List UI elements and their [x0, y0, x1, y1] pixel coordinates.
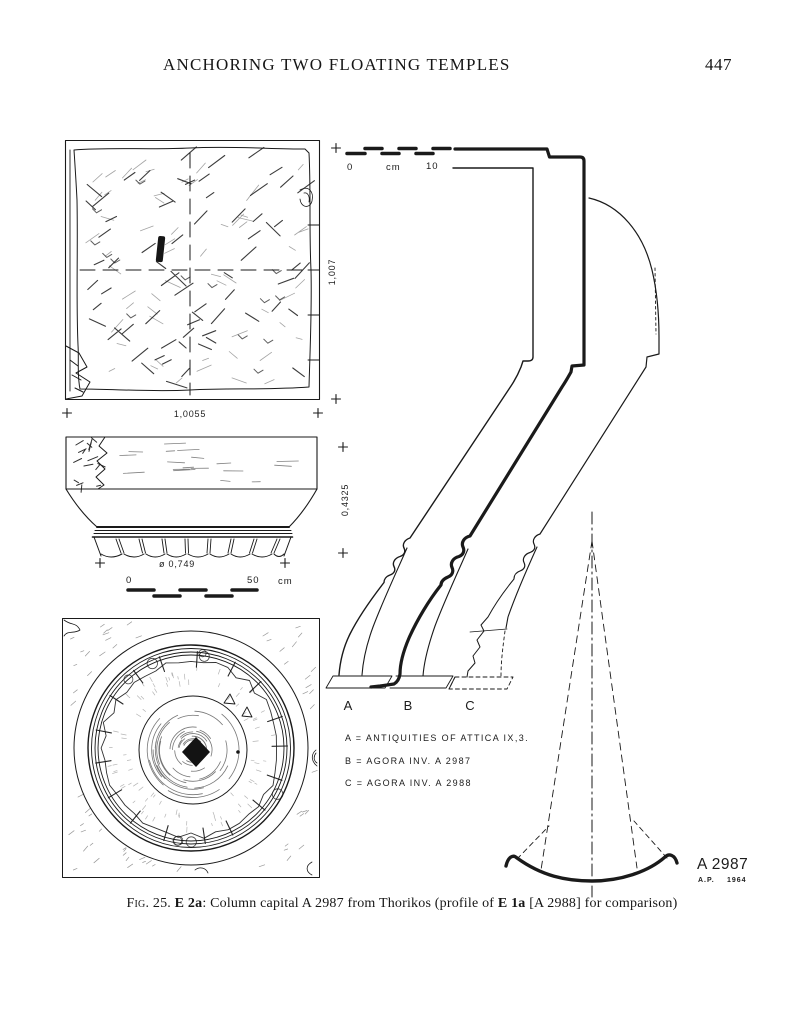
dim-plan-height: 1,007	[327, 259, 337, 286]
capital-underside-plan	[62, 618, 320, 878]
running-head: ANCHORING TWO FLOATING TEMPLES 447	[0, 55, 804, 77]
profile-a	[325, 167, 534, 689]
flute-division-ticks	[95, 651, 289, 844]
crosshair	[79, 152, 306, 396]
profile-label-c: C	[465, 698, 476, 713]
figure-caption: Fig. 25. E 2a: Column capital A 2987 fro…	[0, 896, 804, 912]
bottom-scale-zero: 0	[126, 575, 132, 586]
drawing-year: 1964	[727, 877, 747, 884]
tooling-chevrons	[90, 179, 286, 374]
dimension-crosses	[61, 142, 349, 569]
pry-hole	[155, 235, 166, 263]
tooling-hatch-dark	[85, 146, 315, 389]
abacus-texture	[119, 442, 299, 483]
abacus-top-plan	[64, 139, 321, 401]
bottom-scale-unit: cm	[278, 576, 293, 587]
tip-flares	[516, 820, 668, 860]
masons-marks	[223, 693, 253, 718]
top-scale-zero: 0	[347, 162, 353, 173]
caption-fig-number: Fig. 25.	[126, 896, 175, 911]
dim-neck-diameter: ø 0,749	[159, 559, 195, 569]
profile-b	[369, 147, 586, 689]
neck-sides	[93, 536, 292, 557]
page-number: 447	[705, 55, 732, 74]
page-title: ANCHORING TWO FLOATING TEMPLES	[163, 55, 511, 74]
capital-elevation	[65, 436, 318, 558]
profile-comparison	[325, 147, 660, 690]
bottom-scale-max: 50	[247, 575, 260, 586]
dim-capital-height: 0,4325	[340, 484, 350, 516]
caption-catalogue-label: E 2a	[174, 896, 203, 911]
figure-labels: 0 cm 10 1,0055 1,007 0,4325 ø 0,749 0 50…	[126, 161, 748, 884]
caption-text-tail: [A 2988] for comparison)	[525, 896, 678, 911]
scale-bar-top	[345, 146, 452, 156]
radial-texture	[107, 667, 276, 833]
cone-generatrices	[540, 540, 638, 871]
abacus-damage-scribble	[73, 437, 106, 493]
signature: A 2987 A.P. 1964	[697, 856, 748, 884]
inventory-number: A 2987	[697, 856, 748, 873]
draughtsman-initials: A.P.	[698, 877, 715, 884]
ring-damage-lumps	[123, 649, 284, 848]
flute-bottoms	[100, 553, 285, 558]
top-scale-max: 10	[426, 161, 439, 172]
profile-label-a: A	[344, 698, 355, 713]
flute-dividers	[115, 538, 281, 554]
caption-catalogue-label-2: E 1a	[497, 896, 526, 911]
corner-break	[65, 345, 91, 400]
caption-text: : Column capital A 2987 from Thorikos (p…	[202, 896, 498, 911]
break-contour-ring	[100, 660, 277, 839]
grain-swirl	[299, 187, 313, 207]
square-speckle-texture	[68, 621, 318, 872]
top-scale-unit: cm	[386, 162, 401, 173]
profile-c	[448, 197, 660, 690]
echinus-sides	[65, 488, 318, 528]
scale-bar-bottom	[126, 588, 259, 598]
concave-bed-arc	[504, 853, 679, 883]
legend: A = ANTIQUITIES OF ATTICA IX,3. B = AGOR…	[345, 733, 529, 788]
legend-item-c: C = AGORA INV. A 2988	[345, 778, 472, 788]
cone-construction	[504, 511, 679, 898]
tooling-hatch-light	[85, 159, 309, 385]
legend-item-a: A = ANTIQUITIES OF ATTICA IX,3.	[345, 733, 529, 743]
profile-label-b: B	[404, 698, 415, 713]
legend-item-b: B = AGORA INV. A 2987	[345, 756, 471, 766]
dim-plan-width: 1,0055	[174, 409, 206, 419]
abacus-damage-edge	[95, 436, 108, 490]
edge-damage-marks	[63, 619, 318, 876]
dowel-hole	[182, 737, 210, 767]
